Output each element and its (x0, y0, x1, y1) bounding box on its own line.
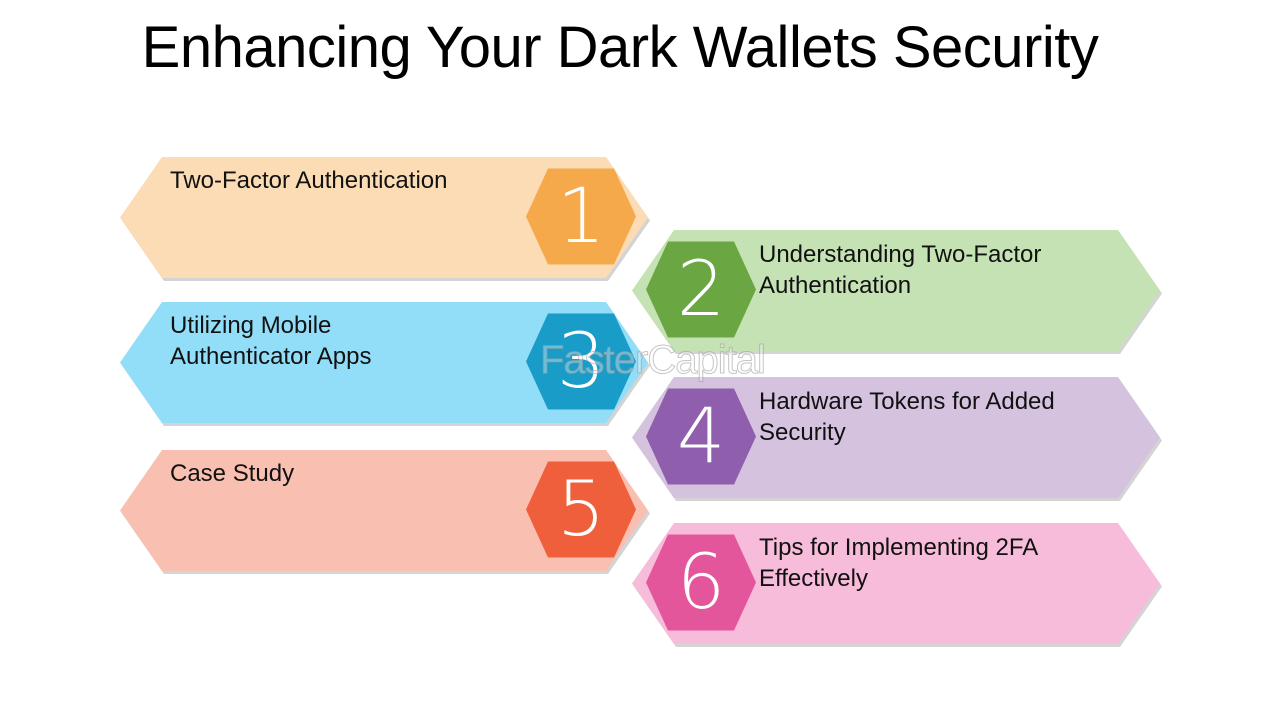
step-3 (120, 302, 650, 426)
step-label: Tips for Implementing 2FA Effectively (759, 534, 1037, 592)
hexagon-badge (646, 241, 756, 338)
step-number: 3 (556, 315, 606, 405)
step-4 (632, 377, 1162, 501)
hexagon-badge (646, 388, 756, 485)
step-1 (120, 157, 650, 281)
step-5 (120, 450, 650, 574)
hexagon-badge (646, 534, 756, 631)
step-6 (632, 523, 1162, 647)
step-label: Case Study (170, 460, 295, 487)
step-label: Understanding Two-Factor Authentication (759, 241, 1042, 299)
step-2 (632, 230, 1162, 354)
step-label: Two-Factor Authentication (170, 167, 448, 194)
step-number: 5 (556, 463, 606, 553)
step-number: 4 (676, 390, 726, 480)
step-banner (120, 450, 648, 571)
hexagon-badge (526, 313, 636, 410)
step-banner (632, 230, 1160, 351)
hexagon-badge (526, 461, 636, 558)
step-number: 2 (676, 243, 726, 333)
step-banner (120, 157, 648, 278)
step-banner (120, 302, 648, 423)
step-banner (632, 523, 1160, 644)
step-number: 6 (676, 536, 726, 626)
watermark: FasterCapital (540, 338, 767, 383)
step-number: 1 (556, 170, 606, 260)
slide-title: Enhancing Your Dark Wallets Security (141, 15, 1099, 80)
step-label: Hardware Tokens for Added Security (759, 388, 1055, 446)
step-banner (632, 377, 1160, 498)
step-label: Utilizing Mobile Authenticator Apps (170, 312, 372, 370)
hexagon-badge (526, 168, 636, 265)
